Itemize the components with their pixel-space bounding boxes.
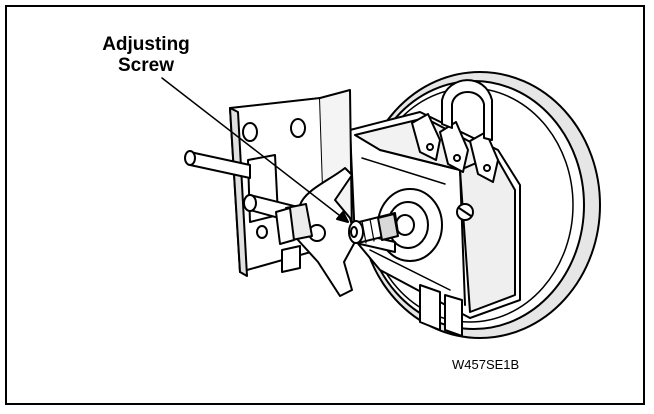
adjusting-screw-callout: Adjusting Screw [56,34,236,76]
figure-id-label: W457SE1B [452,357,520,372]
actuator-lever [275,167,357,297]
terminal-tabs [411,79,499,183]
bracket-feet [281,245,463,337]
callout-leader [161,77,349,223]
callout-line-2: Screw [118,55,174,76]
adjusting-screw [348,212,399,244]
callout-line-1: Adjusting [102,34,190,55]
